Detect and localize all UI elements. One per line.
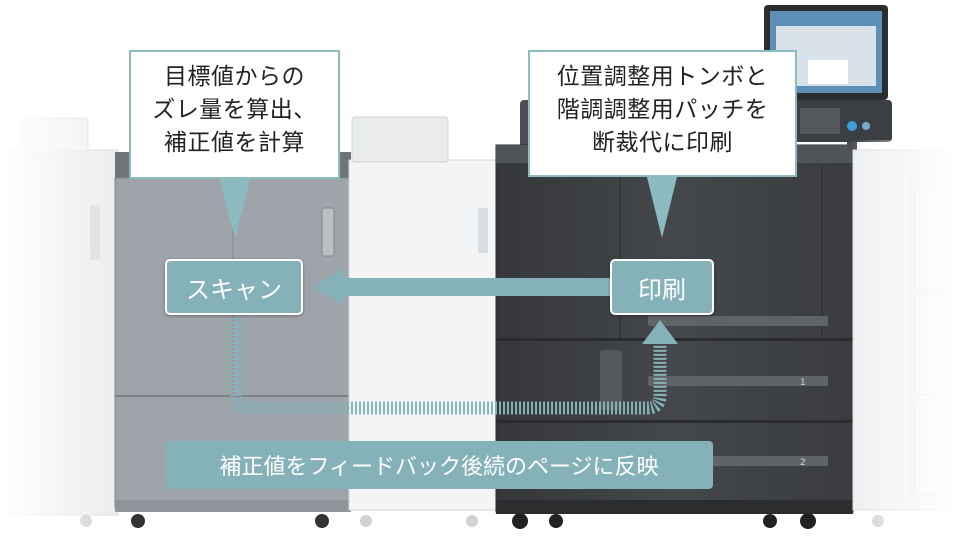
feedback-loop-path	[229, 318, 667, 415]
print-callout-line-2: 階調調整用パッチを	[556, 97, 769, 123]
callout-pointer-print	[647, 177, 677, 238]
scan-callout-line-3: 補正値を計算	[164, 130, 305, 156]
scan-callout-line-2: ズレ量を算出、	[152, 97, 317, 123]
print-callout-line-3: 断裁代に印刷	[592, 130, 733, 156]
tray-number-2: 2	[800, 458, 806, 468]
feedback-banner: 補正値をフィードバック後続のページに反映	[165, 441, 713, 489]
scan-step-label: スキャン	[165, 259, 303, 315]
scan-process-callout: 目標値からの ズレ量を算出、 補正値を計算	[129, 50, 340, 179]
print-step-label: 印刷	[610, 259, 714, 315]
print-marks-callout: 位置調整用トンボと 階調調整用パッチを 断裁代に印刷	[528, 50, 797, 177]
print-callout-line-1: 位置調整用トンボと	[556, 64, 769, 90]
print-to-scan-arrow	[313, 268, 612, 306]
feedback-loop-arrowhead	[642, 320, 678, 344]
callout-pointer-scan	[220, 179, 250, 238]
scan-callout-line-1: 目標値からの	[164, 64, 305, 90]
tray-number-1: 1	[800, 378, 806, 388]
